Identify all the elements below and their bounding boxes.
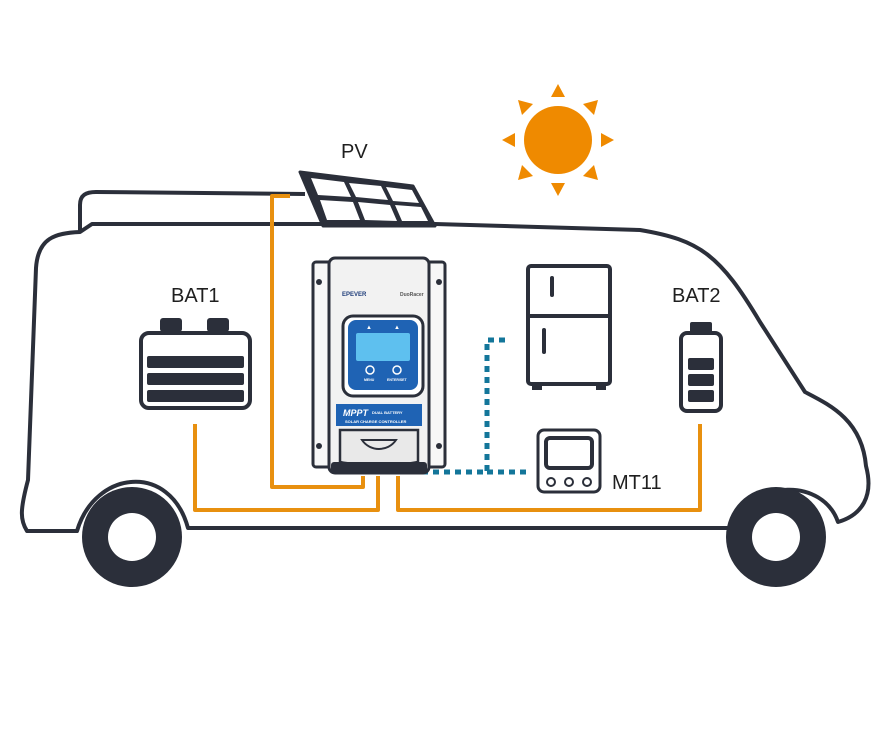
solar-panel-icon (298, 170, 437, 228)
battery-icon (679, 322, 723, 413)
controller-brand: EPEVER (342, 292, 367, 298)
front-wheel (82, 487, 182, 587)
controller-title-sub2: SOLAR CHARGE CONTROLLER (345, 419, 406, 424)
pv-label: PV (341, 141, 368, 163)
svg-text:▲: ▲ (366, 325, 372, 331)
rv-outline (19, 222, 871, 533)
sun-icon (502, 84, 614, 196)
rear-wheel (726, 487, 826, 587)
controller-title-mppt: MPPT (343, 408, 370, 418)
menu-button-label: MENU (364, 378, 375, 382)
bat1-label: BAT1 (171, 285, 220, 307)
bat1-wire (193, 424, 380, 512)
svg-text:▲: ▲ (394, 325, 400, 331)
bat2-wire (396, 424, 702, 512)
mppt-controller: EPEVER DuoRacer ▲ ▲ MENU ENTER/SET MPPT … (311, 256, 447, 475)
controller-model: DuoRacer (400, 292, 424, 298)
pv-wire (270, 194, 365, 489)
fridge-icon (526, 264, 612, 390)
bat2-label: BAT2 (672, 285, 721, 307)
enter-button[interactable] (392, 365, 402, 375)
enter-button-label: ENTER/SET (387, 378, 408, 382)
mt11-label: MT11 (612, 472, 662, 494)
power-wires (193, 194, 702, 512)
remote-meter-icon (536, 428, 602, 494)
comm-wires (422, 337, 530, 475)
rv-body (19, 190, 871, 533)
controller-title-sub1: DUAL BATTERY (372, 410, 403, 415)
car-battery-icon (139, 318, 252, 410)
menu-button[interactable] (365, 365, 375, 375)
rv-roof-hump (78, 190, 306, 232)
